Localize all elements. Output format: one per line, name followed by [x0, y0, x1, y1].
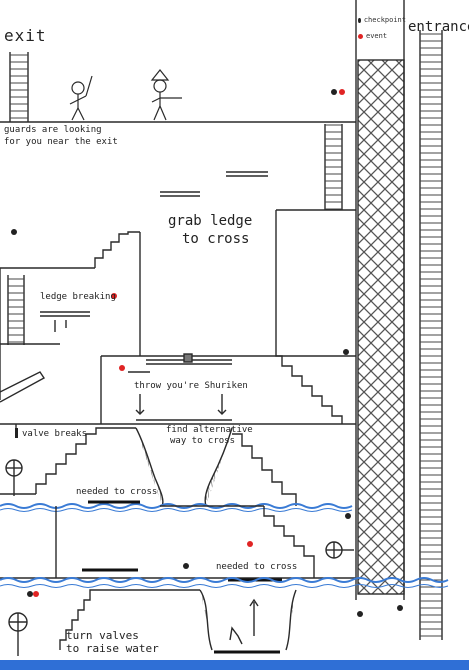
label-entrance: entrance [408, 20, 469, 35]
checkpoint-dot [331, 89, 337, 95]
checkpoint-dot [27, 591, 33, 597]
label-guards-line2: for you near the exit [4, 138, 118, 147]
left-ladder [8, 275, 24, 345]
checkpoint-dot [11, 229, 17, 235]
event-dot [247, 541, 253, 547]
legend: checkpoint event [358, 16, 406, 48]
lower-chasm-left [200, 590, 212, 650]
label-needed-upper: needed to cross [76, 488, 157, 497]
checkpoint-dot-icon [358, 18, 361, 23]
checkpoint-markers [11, 89, 403, 617]
checkpoint-dot [183, 563, 189, 569]
legend-checkpoint: checkpoint [358, 16, 406, 24]
label-find-way-line2: way to cross [170, 437, 235, 446]
event-dot [339, 89, 345, 95]
label-valve-breaks: valve breaks [22, 430, 87, 439]
label-turn-valves-line2: to raise water [66, 643, 159, 655]
checkpoint-dot [343, 349, 349, 355]
event-markers [33, 89, 345, 597]
legend-event: event [358, 32, 406, 40]
guard-pointing-figure [152, 70, 182, 120]
ground-floor [0, 660, 469, 670]
label-grab-ledge-line2: to cross [182, 232, 249, 247]
legend-event-label: event [366, 32, 387, 40]
event-dot [33, 591, 39, 597]
checkpoint-dot [397, 605, 403, 611]
upper-ladder [325, 124, 342, 210]
event-dot [119, 365, 125, 371]
label-grab-ledge-line1: grab ledge [168, 214, 252, 229]
label-find-way-line1: find alternative [166, 426, 253, 435]
entrance-column [358, 60, 404, 594]
guard-with-sword-figure [70, 76, 92, 120]
exit-ladder [10, 52, 28, 122]
entrance-ladder [420, 30, 442, 640]
label-ledge-breaking: ledge breaking [40, 293, 116, 302]
lower-chasm-right [286, 590, 296, 650]
label-turn-valves-line1: turn valves [66, 630, 139, 642]
label-exit: exit [4, 28, 47, 45]
label-needed-lower: needed to cross [216, 563, 297, 572]
label-throw-shuriken: throw you're Shuriken [134, 382, 248, 391]
label-guards-line1: guards are looking [4, 126, 102, 135]
checkpoint-dot [357, 611, 363, 617]
legend-checkpoint-label: checkpoint [364, 16, 406, 24]
middle-right-stairs [276, 356, 342, 424]
checkpoint-dot [345, 513, 351, 519]
event-dot-icon [358, 34, 363, 39]
upper-left-stairs [95, 232, 140, 268]
